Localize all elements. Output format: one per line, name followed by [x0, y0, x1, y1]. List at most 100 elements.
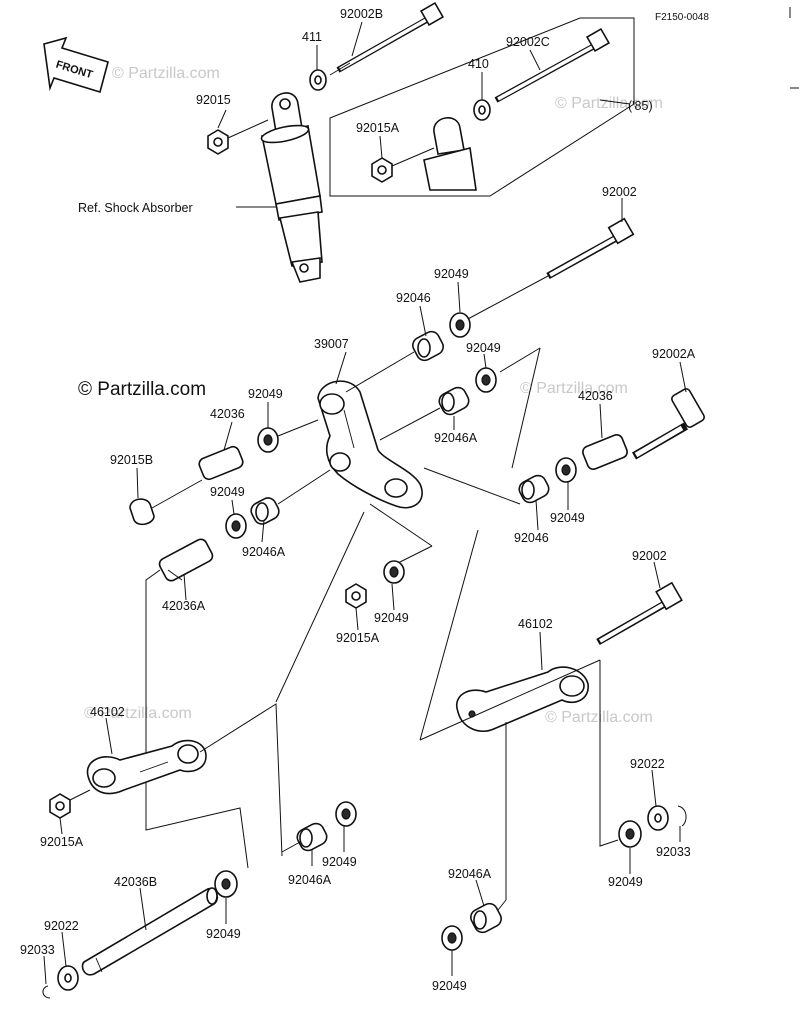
leader-line [167, 569, 183, 581]
leader-line [61, 931, 67, 967]
leader-line [465, 275, 549, 321]
front-arrow-icon: FRONT [43, 36, 109, 94]
leader-line [419, 305, 427, 337]
part-label: 92049 [550, 511, 585, 525]
part-label: 92002 [602, 185, 637, 199]
watermark: © Partzilla.com [84, 705, 192, 722]
leader-line [679, 361, 687, 393]
leader-line [223, 421, 233, 451]
leader-line [511, 347, 541, 469]
bolt-icon [632, 388, 705, 460]
leader-line [391, 147, 435, 167]
leader-line [151, 479, 203, 509]
leader-line [105, 717, 113, 755]
leader-line [277, 419, 319, 437]
leader-line [651, 769, 657, 807]
leader-line [59, 817, 63, 835]
part-label: 92046A [434, 431, 478, 445]
part-label: 92046A [448, 867, 492, 881]
bolt-icon [596, 581, 683, 646]
part-label: 92033 [20, 943, 55, 957]
part-label: 92046A [288, 873, 332, 887]
leader-line [183, 573, 187, 601]
part-label: 92033 [656, 845, 691, 859]
leader-line [419, 659, 601, 741]
part-label: 92046 [396, 291, 431, 305]
part-label: 92049 [432, 979, 467, 993]
part-label: 92002C [506, 35, 550, 49]
leader-line [497, 722, 507, 911]
part-label: 92046 [514, 531, 549, 545]
part-label: 411 [302, 30, 322, 44]
leader-line [499, 347, 541, 373]
part-label: 92049 [322, 855, 357, 869]
part-label: 92049 [466, 341, 501, 355]
cap-nut-icon [129, 498, 155, 526]
part-label: 92002A [652, 347, 696, 361]
leader-line [529, 49, 541, 71]
leader-line [599, 99, 631, 105]
leader-line [277, 469, 331, 505]
part-label: 42036 [210, 407, 245, 421]
variant-box [329, 17, 635, 197]
part-label: 92015B [110, 453, 153, 467]
leader-line [653, 561, 661, 589]
watermark: © Partzilla.com [555, 95, 663, 112]
shaft-icon [81, 887, 219, 976]
leader-line [599, 660, 619, 847]
leader-line [136, 467, 139, 499]
leader-line [483, 353, 487, 369]
clip-icon [42, 985, 51, 999]
part-label: 46102 [518, 617, 553, 631]
part-label: 410 [468, 57, 489, 71]
part-label: 92049 [608, 875, 643, 889]
leader-line [43, 955, 47, 985]
leader-line [69, 789, 91, 801]
watermark: © Partzilla.com [112, 65, 220, 82]
ref-shock-label: Ref. Shock Absorber [78, 201, 193, 215]
leader-line [539, 631, 543, 671]
watermark-main: © Partzilla.com [78, 379, 206, 400]
leader-line [231, 499, 235, 515]
part-label: 92049 [206, 927, 241, 941]
leader-line [217, 109, 227, 129]
shock-absorber-icon [260, 92, 323, 283]
leader-line [599, 403, 603, 439]
leader-line [391, 583, 395, 611]
part-label: 92049 [248, 387, 283, 401]
leader-line [475, 879, 485, 907]
sleeve-icon [158, 538, 214, 582]
part-label: 92022 [630, 757, 665, 771]
leader-line [419, 529, 479, 741]
part-label: 92015A [40, 835, 84, 849]
part-label: 92049 [210, 485, 245, 499]
part-label: 92046A [242, 545, 286, 559]
leader-line [535, 499, 539, 531]
part-label: 92015A [356, 121, 400, 135]
leader-line [351, 21, 363, 57]
part-label: 46102 [90, 705, 125, 719]
part-label: 42036 [578, 389, 613, 403]
bolt-icon [329, 1, 445, 76]
leader-line [281, 841, 301, 853]
leader-line [199, 703, 283, 857]
part-label: 92002B [340, 7, 383, 21]
leader-line [275, 511, 365, 703]
watermark: © Partzilla.com [520, 380, 628, 397]
leader-line [457, 281, 461, 313]
leader-line [227, 119, 269, 139]
leader-line [379, 407, 441, 441]
leader-line [261, 519, 265, 543]
part-label: 92049 [434, 267, 469, 281]
part-label: 92015 [196, 93, 231, 107]
leader-line [139, 887, 147, 931]
tie-rod-icon [86, 739, 207, 795]
year-note: ('85) [628, 99, 653, 113]
part-label: 39007 [314, 337, 349, 351]
leader-line [423, 467, 521, 505]
shock-top-icon [433, 117, 465, 155]
bolt-icon [494, 27, 611, 103]
part-label: 92015A [336, 631, 380, 645]
leader-line [379, 135, 383, 159]
